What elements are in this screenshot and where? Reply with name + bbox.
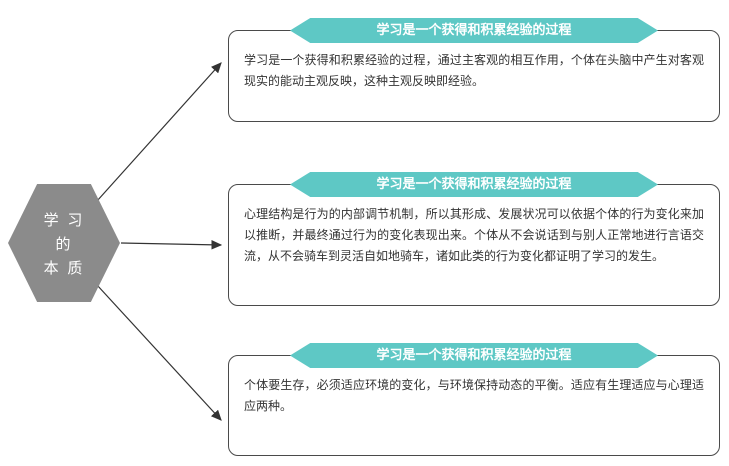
card-1-body-text: 学习是一个获得和积累经验的过程，通过主客观的相互作用，个体在头脑中产生对客观现实…: [244, 53, 704, 88]
card-3-body-text: 个体要生存，必须适应环境的变化，与环境保持动态的平衡。适应有生理适应与心理适应两…: [244, 378, 704, 413]
root-node-hexagon: 学 习 的 本 质: [8, 184, 120, 302]
arrow-to-box-3: [96, 284, 222, 421]
card-2-banner: 学习是一个获得和积累经验的过程: [290, 172, 658, 197]
root-node-line: 本 质: [43, 258, 85, 277]
card-1-banner: 学习是一个获得和积累经验的过程: [290, 18, 658, 43]
card-3-banner: 学习是一个获得和积累经验的过程: [290, 343, 658, 368]
arrow-to-box-2: [120, 240, 223, 250]
concept-card-1: 学习是一个获得和积累经验的过程 学习是一个获得和积累经验的过程，通过主客观的相互…: [228, 18, 720, 122]
root-node-line: 学 习: [43, 210, 85, 229]
concept-card-2: 学习是一个获得和积累经验的过程 心理结构是行为的内部调节机制，所以其形成、发展状…: [228, 172, 720, 306]
root-node-line: 的: [55, 234, 73, 253]
arrow-to-box-1: [96, 62, 222, 202]
concept-card-3: 学习是一个获得和积累经验的过程 个体要生存，必须适应环境的变化，与环境保持动态的…: [228, 343, 720, 456]
card-2-body-text: 心理结构是行为的内部调节机制，所以其形成、发展状况可以依据个体的行为变化来加以推…: [244, 207, 704, 263]
